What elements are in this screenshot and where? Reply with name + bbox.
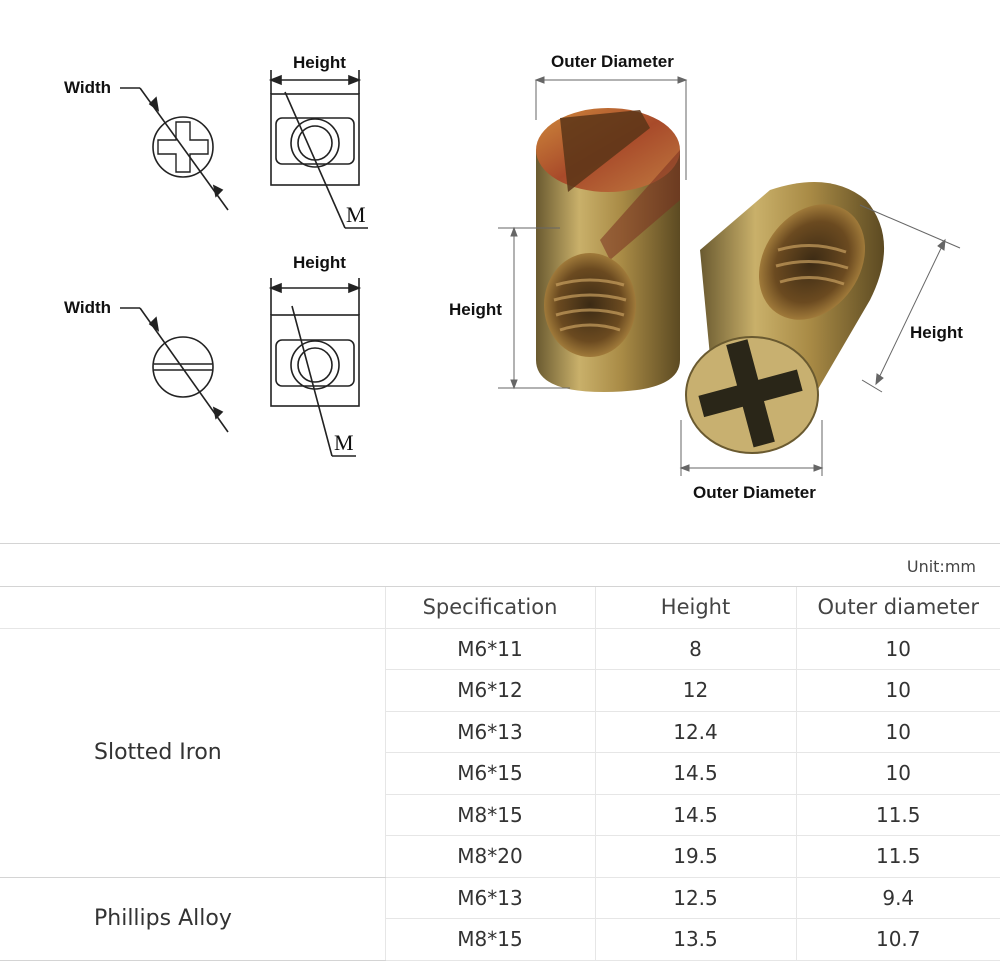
cell-spec: M8*15 <box>384 918 595 961</box>
cell-spec: M6*15 <box>384 752 595 795</box>
unit-label: Unit:mm <box>906 557 976 576</box>
cell-outer-diameter: 11.5 <box>795 835 1000 878</box>
table-row: M6*13 12.4 10 <box>0 711 1000 753</box>
cell-height: 12.5 <box>594 877 796 919</box>
cell-spec: M8*20 <box>384 835 595 878</box>
dimension-lines-left <box>498 76 688 390</box>
table-row: M8*20 19.5 11.5 <box>0 835 1000 878</box>
slotted-barrel-nut-illustration <box>536 108 680 392</box>
label-height-right: Height <box>910 323 963 342</box>
label-width-top: Width <box>64 78 111 97</box>
unit-row: Unit:mm <box>0 544 1000 587</box>
header-height: Height <box>594 587 796 629</box>
label-m-top: M <box>346 202 366 227</box>
cell-outer-diameter: 11.5 <box>795 794 1000 836</box>
table-row: M6*12 12 10 <box>0 669 1000 712</box>
cell-spec: M6*13 <box>384 711 595 753</box>
cell-height: 14.5 <box>594 794 796 836</box>
cell-height: 19.5 <box>594 835 796 878</box>
cell-spec: M6*11 <box>384 628 595 670</box>
header-outer-diameter: Outer diameter <box>795 587 1000 629</box>
specification-table: Specification Height Outer diameter Slot… <box>0 587 1000 961</box>
dimension-lines-right <box>679 204 961 476</box>
label-height-left: Height <box>449 300 502 319</box>
label-width-bottom: Width <box>64 298 111 317</box>
cell-outer-diameter: 10.7 <box>795 918 1000 961</box>
group-slotted-iron: Slotted Iron <box>0 628 385 878</box>
cell-height: 12 <box>594 669 796 712</box>
cell-spec: M6*12 <box>384 669 595 712</box>
cell-height: 8 <box>594 628 796 670</box>
cell-outer-diameter: 10 <box>795 628 1000 670</box>
label-m-bottom: M <box>334 430 354 455</box>
drawing-phillips <box>120 70 368 229</box>
label-outer-diameter-bottom: Outer Diameter <box>693 483 816 502</box>
cell-spec: M8*15 <box>384 794 595 836</box>
group-phillips-alloy: Phillips Alloy <box>0 877 385 961</box>
cell-outer-diameter: 10 <box>795 669 1000 712</box>
table-row: M8*15 14.5 11.5 <box>0 794 1000 836</box>
cell-height: 14.5 <box>594 752 796 795</box>
table-row: Phillips Alloy M6*13 12.5 9.4 <box>0 877 1000 961</box>
table-row: M8*15 13.5 10.7 <box>0 918 1000 961</box>
table-row: Slotted Iron M6*11 8 10 <box>0 628 1000 878</box>
table-header-row: Specification Height Outer diameter <box>0 587 1000 629</box>
barrel-nut-diagram-svg: Width Height M Width Height M <box>64 52 963 502</box>
cell-outer-diameter: 10 <box>795 752 1000 795</box>
product-diagram: Width Height M Width Height M <box>0 52 1000 544</box>
table-row: M6*15 14.5 10 <box>0 752 1000 795</box>
header-specification: Specification <box>384 587 595 629</box>
table-header-empty <box>0 587 385 629</box>
phillips-barrel-nut-illustration <box>685 182 885 454</box>
cell-height: 12.4 <box>594 711 796 753</box>
drawing-slotted <box>120 278 362 457</box>
cell-height: 13.5 <box>594 918 796 961</box>
label-outer-diameter-top: Outer Diameter <box>551 52 674 71</box>
cell-spec: M6*13 <box>384 877 595 919</box>
label-height-top: Height <box>293 53 346 72</box>
cell-outer-diameter: 10 <box>795 711 1000 753</box>
cell-outer-diameter: 9.4 <box>795 877 1000 919</box>
label-height-bottom: Height <box>293 253 346 272</box>
